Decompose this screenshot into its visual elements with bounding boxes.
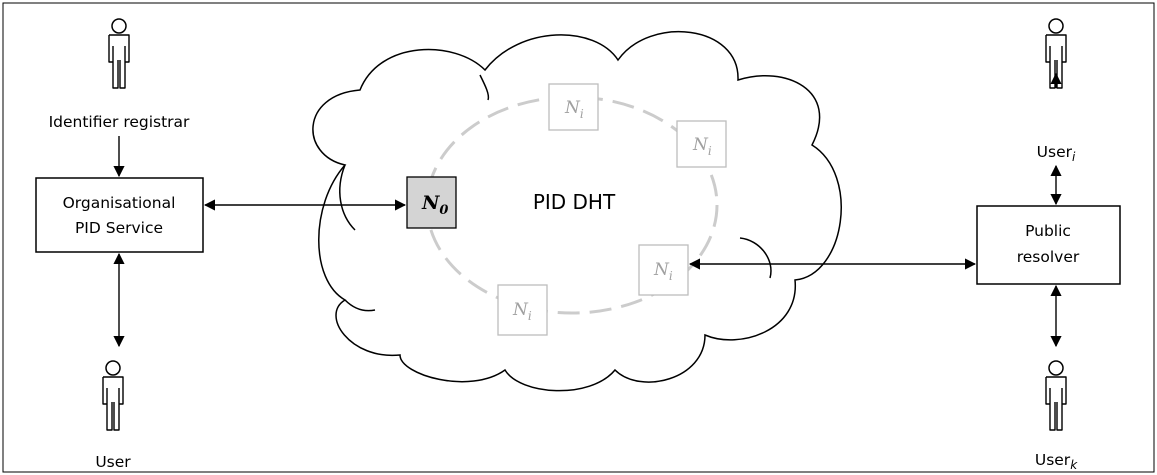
person-icon-user-left xyxy=(102,360,124,431)
org-pid-service-box: Organisational PID Service xyxy=(35,177,204,253)
node-ni-right: Ni xyxy=(676,120,727,168)
cloud-lobe-bottom xyxy=(344,299,376,312)
org-pid-service-line1: Organisational xyxy=(63,194,176,212)
actor-label-user-k: Userk xyxy=(1035,451,1078,472)
node-ni-top: Ni xyxy=(548,83,599,131)
svg-text:Ni: Ni xyxy=(564,98,584,121)
actor-label-user-i: Useri xyxy=(1037,143,1076,164)
public-resolver-line2: resolver xyxy=(1017,248,1080,266)
person-icon-user-k xyxy=(1045,360,1067,431)
cloud-lobe-top xyxy=(479,74,490,101)
actor-label-registrar: Identifier registrar xyxy=(49,113,190,131)
public-resolver-line1: Public xyxy=(1025,222,1071,240)
svg-text:Ni: Ni xyxy=(653,260,673,283)
svg-text:N0: N0 xyxy=(421,192,448,218)
org-pid-service-line2: PID Service xyxy=(75,219,163,237)
node-ni-bottom-right: Ni xyxy=(638,244,689,296)
svg-text:Ni: Ni xyxy=(692,135,712,158)
dht-label: PID DHT xyxy=(533,190,616,214)
node-ni-bottom-left: Ni xyxy=(497,284,548,336)
cloud-lobe-inner-right xyxy=(739,237,772,279)
node-n0: N0 xyxy=(406,176,457,229)
public-resolver-box: Public resolver xyxy=(976,205,1121,285)
person-icon-registrar xyxy=(108,18,130,89)
svg-text:Ni: Ni xyxy=(512,300,532,323)
actor-label-user-left: User xyxy=(95,453,131,471)
